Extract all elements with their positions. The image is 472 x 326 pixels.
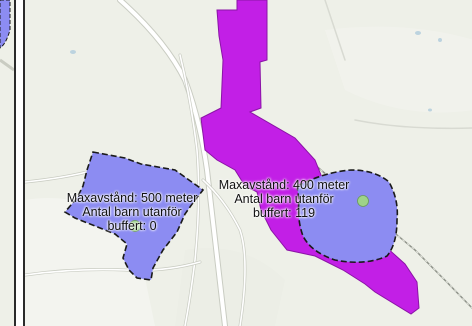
map-panel[interactable]: Maxavstånd: 500 meter Antal barn utanför… <box>23 0 472 326</box>
main-road <box>118 0 227 326</box>
pond <box>428 108 432 112</box>
east-children-outside-line1: Antal barn utanför <box>234 192 334 206</box>
school-point-east[interactable] <box>357 195 369 207</box>
local-road <box>202 179 246 326</box>
west-children-outside-line2: buffert: 0 <box>107 219 157 233</box>
west-buffer-label: Maxavstånd: 500 meter Antal barn utanför… <box>59 191 205 233</box>
east-children-outside-line2: buffert: 119 <box>252 206 316 220</box>
map-canvas[interactable] <box>25 0 472 326</box>
west-buffer-area[interactable] <box>63 151 205 281</box>
road-network <box>25 0 472 326</box>
terrain-patch <box>325 26 472 113</box>
east-buffer-label: Maxavstånd: 400 meter Antal barn utanför… <box>211 178 357 220</box>
secondary-road <box>179 54 200 326</box>
west-children-outside-line1: Antal barn utanför <box>82 205 182 219</box>
adjacent-map-canvas <box>0 0 14 326</box>
terrain-patch <box>175 248 285 326</box>
adjacent-map-background <box>0 0 14 326</box>
track <box>354 119 472 130</box>
east-max-distance: Maxavstånd: 400 meter <box>218 178 350 192</box>
track <box>324 0 346 61</box>
pond <box>438 38 442 42</box>
adjacent-road <box>0 58 14 72</box>
pond <box>415 31 421 35</box>
school-point-west[interactable] <box>129 220 141 232</box>
west-max-distance: Maxavstånd: 500 meter <box>66 191 198 205</box>
east-buffer-area[interactable] <box>296 169 399 264</box>
adjacent-buffer-area <box>0 0 11 49</box>
south-road <box>25 261 201 276</box>
pond <box>70 50 76 54</box>
adjacent-map-panel <box>0 0 16 326</box>
